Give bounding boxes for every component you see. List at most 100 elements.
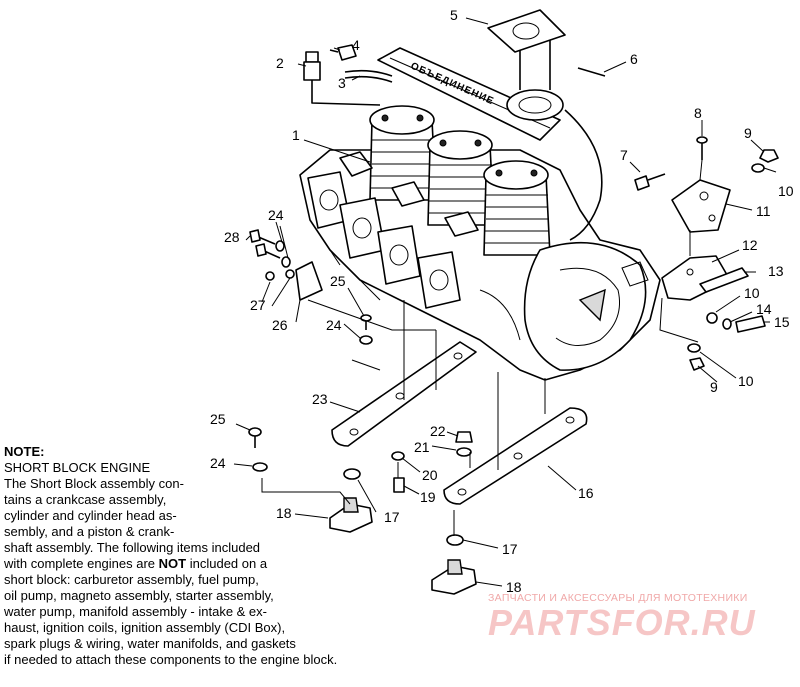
callout-12: 12 <box>742 237 758 253</box>
bolt-19 <box>393 477 405 493</box>
callout-5: 5 <box>450 7 458 23</box>
intake-manifolds <box>307 171 461 309</box>
callout-28: 28 <box>224 229 240 245</box>
note-line: spark plugs & wiring, water manifolds, a… <box>4 636 296 651</box>
callout-8: 8 <box>694 105 702 121</box>
callout-25-lower: 25 <box>210 411 226 427</box>
bolt-15 <box>735 315 766 333</box>
spark-plug-2 <box>303 51 321 95</box>
note-line: if needed to attach these components to … <box>4 652 338 667</box>
exhaust-outlet <box>506 40 603 241</box>
callout-24-upper-left: 24 <box>268 207 284 223</box>
note-line-not: with complete engines are NOT included o… <box>4 556 424 572</box>
plug-cap-4 <box>329 44 357 61</box>
ground-wire <box>311 95 381 106</box>
callout-13: 13 <box>768 263 784 279</box>
nut-9-low <box>689 357 705 371</box>
gasket-5 <box>487 9 566 53</box>
intake-flanges <box>339 151 479 237</box>
callout-4: 4 <box>352 37 360 53</box>
cylinder-1 <box>369 105 437 201</box>
callout-17-left: 17 <box>384 509 400 525</box>
nut-9-top <box>759 149 779 163</box>
cylinder-3 <box>483 160 551 256</box>
callout-24-mid: 24 <box>326 317 342 333</box>
short-block-note: NOTE: SHORT BLOCK ENGINE The Short Block… <box>4 444 424 668</box>
engine-rail-16 <box>443 407 588 505</box>
nut-22 <box>455 431 473 443</box>
washer-14 <box>722 318 732 330</box>
callout-9-top: 9 <box>744 125 752 141</box>
note-not-after: included on a <box>186 556 268 571</box>
callout-6: 6 <box>630 51 638 67</box>
callout-21: 21 <box>414 439 430 455</box>
washer-24-lower <box>252 462 268 472</box>
washer-10-low <box>687 343 701 353</box>
spark-plug-wire-3 <box>344 69 393 83</box>
bolt-8 <box>696 136 708 160</box>
callout-3: 3 <box>338 75 346 91</box>
note-line: haust, ignition coils, ignition assembly… <box>4 620 286 635</box>
bolts-28 <box>249 229 281 259</box>
bolt-7 <box>634 173 666 191</box>
callout-26: 26 <box>272 317 288 333</box>
callout-19: 19 <box>420 489 436 505</box>
note-heading: NOTE: <box>4 444 45 459</box>
callout-25-mid: 25 <box>330 273 346 289</box>
note-line: SHORT BLOCK ENGINE <box>4 460 151 475</box>
spacer-13 <box>699 267 749 293</box>
cylinder-2 <box>427 130 495 226</box>
callout-20: 20 <box>422 467 438 483</box>
callout-2: 2 <box>276 55 284 71</box>
watermark-logo: PARTSFOR.RU <box>488 602 756 643</box>
leader-lines <box>233 17 777 587</box>
callout-9-low: 9 <box>710 379 718 395</box>
head-bolts <box>381 114 538 177</box>
callout-23: 23 <box>312 391 328 407</box>
callout-7: 7 <box>620 147 628 163</box>
callout-10-mid: 10 <box>744 285 760 301</box>
callout-10-top: 10 <box>778 183 794 199</box>
mount-18-right <box>431 559 477 595</box>
note-line: oil pump, magneto assembly, starter asse… <box>4 588 274 603</box>
callout-14: 14 <box>756 301 772 317</box>
callout-11: 11 <box>756 203 771 219</box>
callout-18-right: 18 <box>506 579 522 595</box>
callout-22: 22 <box>430 423 446 439</box>
callout-18-left: 18 <box>276 505 292 521</box>
manifold-label: ОБЪЕДИНЕНИЕ <box>409 61 496 108</box>
note-not-bold: NOT <box>158 556 187 571</box>
callout-27: 27 <box>250 297 266 313</box>
washer-21 <box>456 447 472 457</box>
bracket-26 <box>295 261 323 301</box>
bolt-25-lower <box>248 427 262 448</box>
washers-24-left <box>275 240 291 268</box>
washer-20 <box>391 451 405 461</box>
bolt-25-upper <box>360 314 372 330</box>
callout-1: 1 <box>292 127 300 143</box>
gasket-strip-6 <box>577 67 606 77</box>
note-line: shaft assembly. The following items incl… <box>4 540 261 555</box>
magneto-housing <box>523 241 649 371</box>
bracket-11 <box>671 179 731 233</box>
note-line: short block: carburetor assembly, fuel p… <box>4 572 259 587</box>
note-line: tains a crankcase assembly, <box>4 492 167 507</box>
washer-10-top <box>751 163 765 173</box>
callout-15: 15 <box>774 314 790 330</box>
note-not-before: with complete engines are <box>4 556 159 571</box>
callout-labels: 1 2 3 4 5 6 7 8 9 10 11 12 13 10 14 15 1… <box>210 7 794 595</box>
callout-24-lower: 24 <box>210 455 226 471</box>
callout-10-low: 10 <box>738 373 754 389</box>
note-line: The Short Block assembly con- <box>4 476 184 491</box>
callout-16: 16 <box>578 485 594 501</box>
washer-10-mid <box>706 312 718 324</box>
washer-17-left <box>343 468 361 480</box>
watermark: ЗАПЧАСТИ И АКСЕССУАРЫ ДЛЯ МОТОТЕХНИКИ PA… <box>488 592 788 644</box>
note-line: water pump, manifold assembly - intake &… <box>4 604 267 619</box>
note-line: cylinder and cylinder head as- <box>4 508 177 523</box>
watermark-tagline: ЗАПЧАСТИ И АКСЕССУАРЫ ДЛЯ МОТОТЕХНИКИ <box>488 592 748 604</box>
washer-17-right <box>446 534 464 546</box>
washer-24-upper <box>359 335 373 345</box>
callout-17-right: 17 <box>502 541 518 557</box>
